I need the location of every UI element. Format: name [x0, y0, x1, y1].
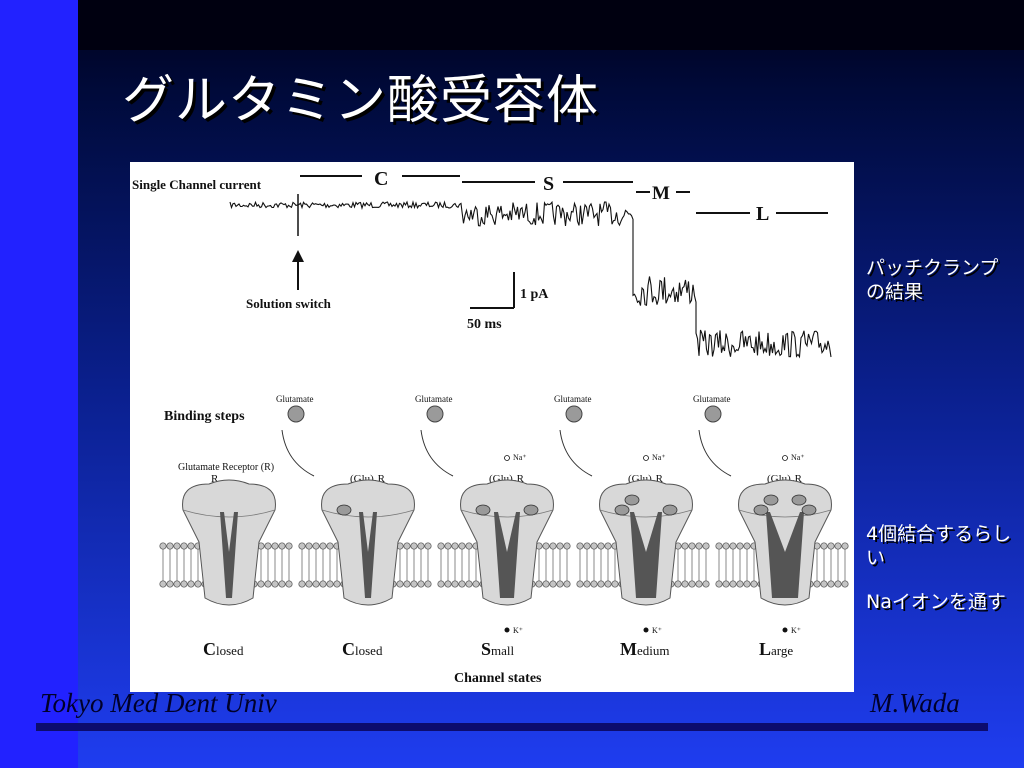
glutamate-ball-2 — [426, 405, 444, 423]
switch-arrow-head — [292, 250, 304, 262]
bound-glutamate — [791, 494, 807, 506]
bound-glutamate — [753, 504, 769, 516]
level-label-m: M — [652, 183, 670, 204]
glutamate-label-3: Glutamate — [554, 394, 592, 404]
k-ion-label: K⁺ — [652, 626, 662, 635]
glutamate-ball-4 — [704, 405, 722, 423]
glutamate-ball-1 — [287, 405, 305, 423]
glutamate-2: Glutamate — [415, 394, 454, 477]
slide-title: グルタミン酸受容体 — [122, 71, 600, 131]
receptor-label: Glutamate Receptor (R) — [178, 462, 274, 473]
glutamate-ball-3 — [565, 405, 583, 423]
scale-current-label: 1 pA — [520, 287, 549, 302]
k-ion-marker — [643, 627, 649, 633]
binding-arrow-2 — [420, 429, 454, 477]
na-ion-label: Na⁺ — [513, 453, 527, 462]
channel-pore — [630, 512, 662, 598]
channel-state-name: Small — [481, 639, 515, 659]
note-patch-clamp: パッチクランプの結果 — [866, 257, 999, 303]
top-band — [78, 0, 1024, 50]
bound-glutamate — [801, 504, 817, 516]
trace-title: Single Channel current — [132, 177, 262, 192]
na-ion-label: Na⁺ — [791, 453, 805, 462]
channel-state-name: Closed — [203, 639, 244, 659]
bound-glutamate — [624, 494, 640, 506]
bound-glutamate — [614, 504, 630, 516]
binding-arrow-3 — [559, 429, 593, 477]
footer-author: M.Wada — [870, 688, 960, 718]
state-initial: C — [342, 639, 355, 659]
glutamate-1: Glutamate — [276, 394, 315, 477]
channel-pore — [359, 512, 377, 598]
k-ion-label: K⁺ — [791, 626, 801, 635]
bound-glutamate — [523, 504, 539, 516]
glutamate-group: Glutamate Glutamate Glutamate Glutamate — [276, 394, 732, 477]
glutamate-3: Glutamate — [554, 394, 593, 477]
figure-svg: Single Channel current C S M L Solution … — [132, 168, 849, 686]
channel-states-label: Channel states — [454, 671, 542, 686]
solution-switch-label: Solution switch — [246, 296, 332, 311]
bound-glutamate — [763, 494, 779, 506]
k-ion-label: K⁺ — [513, 626, 523, 635]
level-label-c: C — [374, 168, 388, 190]
scale-time-label: 50 ms — [467, 317, 502, 332]
na-ion-marker — [643, 455, 649, 461]
receptor-state-label: R — [211, 473, 219, 485]
state-initial: C — [203, 639, 216, 659]
channel-state-name: Closed — [342, 639, 383, 659]
state-initial: S — [481, 639, 491, 659]
footer-institution: Tokyo Med Dent Univ — [40, 688, 277, 718]
state-rest: arge — [771, 643, 793, 658]
channel-pore — [494, 512, 520, 598]
na-ion-label: Na⁺ — [652, 453, 666, 462]
receptor-1: R Closed — [159, 473, 293, 659]
left-accent-bar — [0, 0, 78, 768]
state-initial: M — [620, 639, 637, 659]
glutamate-4: Glutamate — [693, 394, 732, 477]
state-rest: mall — [491, 643, 514, 658]
state-initial: L — [759, 639, 771, 659]
footer-line — [36, 723, 988, 731]
receptor-row: RClosed(Glu)₁RClosed(Glu)₂RNa⁺K⁺Small(Gl… — [159, 453, 849, 659]
note-na-ion: Naイオンを通す — [866, 591, 1006, 613]
glutamate-label-4: Glutamate — [693, 394, 731, 404]
bound-glutamate — [475, 504, 491, 516]
state-rest: losed — [355, 643, 383, 658]
receptor-figure: Single Channel current C S M L Solution … — [130, 162, 854, 692]
current-trace — [229, 200, 832, 359]
glutamate-label-1: Glutamate — [276, 394, 314, 404]
bound-glutamate — [336, 504, 352, 516]
level-label-l: L — [756, 203, 769, 225]
channel-state-name: Large — [759, 639, 793, 659]
glutamate-label-2: Glutamate — [415, 394, 453, 404]
binding-steps-label: Binding steps — [164, 409, 245, 424]
binding-arrow-1 — [281, 429, 315, 477]
level-label-s: S — [543, 173, 554, 195]
channel-pore — [220, 512, 238, 598]
k-ion-marker — [782, 627, 788, 633]
state-rest: losed — [216, 643, 244, 658]
channel-pore — [766, 512, 804, 598]
receptor-body — [182, 479, 276, 606]
state-rest: edium — [637, 643, 670, 658]
lipid-membrane — [159, 542, 293, 588]
na-ion-marker — [782, 455, 788, 461]
bound-glutamate — [662, 504, 678, 516]
na-ion-marker — [504, 455, 510, 461]
binding-arrow-4 — [698, 429, 732, 477]
k-ion-marker — [504, 627, 510, 633]
channel-state-name: Medium — [620, 639, 670, 659]
note-binding: 4個結合するらしい — [866, 523, 1012, 569]
